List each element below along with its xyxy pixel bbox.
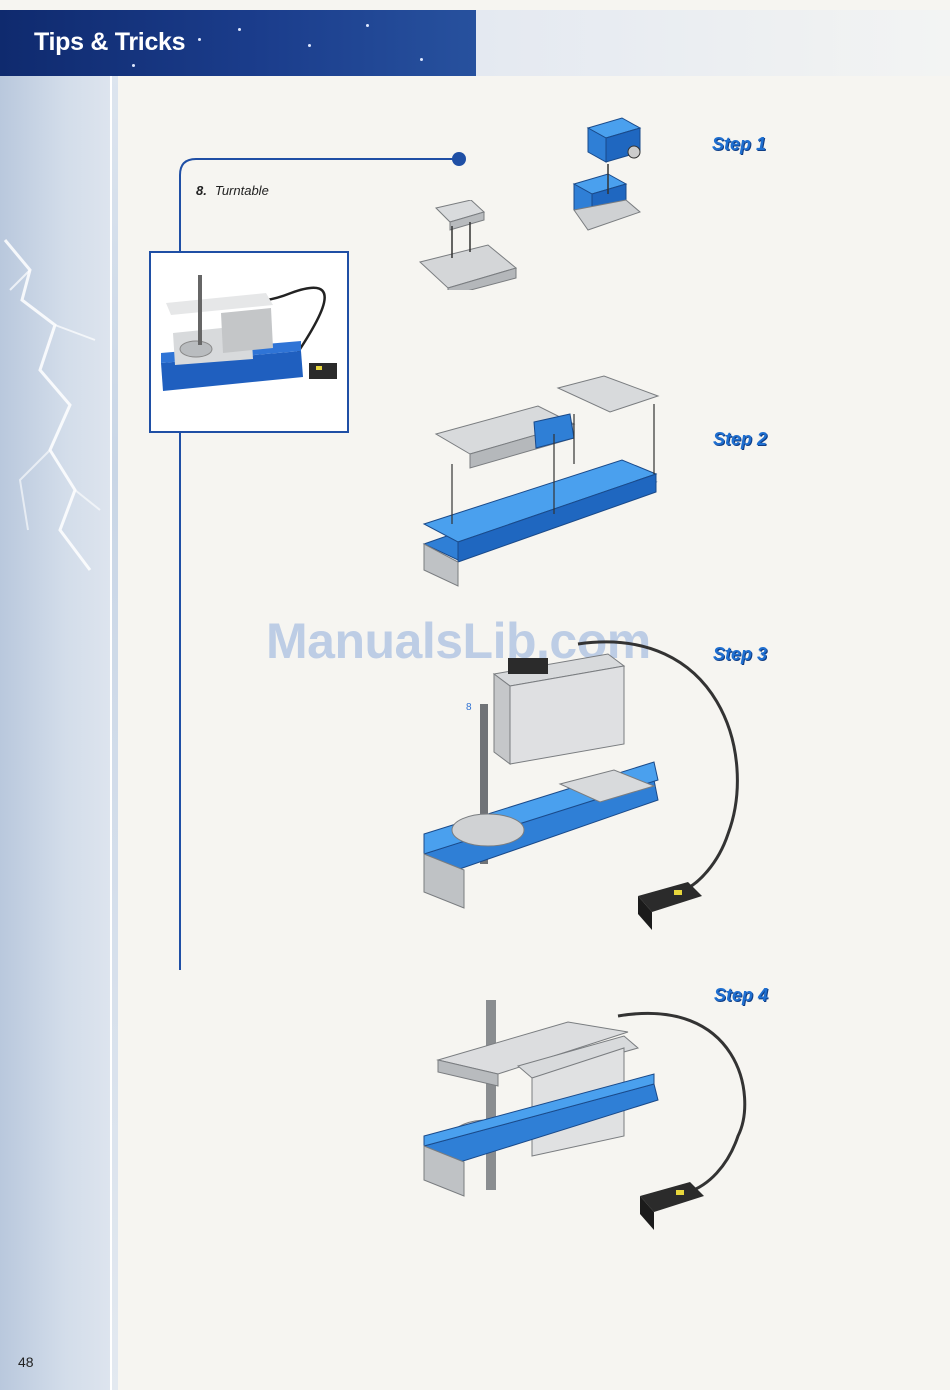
step-1-label: Step 1 <box>712 134 766 155</box>
step-4-label: Step 4 <box>714 985 768 1006</box>
step-3-label: Step 3 <box>713 644 767 665</box>
step-2-label: Step 2 <box>713 429 767 450</box>
star-decoration <box>420 58 423 61</box>
star-decoration <box>132 64 135 67</box>
star-decoration <box>366 24 369 27</box>
turntable-photo-image <box>151 253 347 431</box>
page-number: 48 <box>18 1354 34 1370</box>
step3-illustration <box>418 634 758 934</box>
lightning-icon <box>0 230 112 630</box>
step1-blocks-illustration <box>570 112 660 242</box>
step1-plates-illustration <box>416 200 536 290</box>
step4-illustration <box>418 996 758 1236</box>
item-title: Turntable <box>215 183 269 198</box>
item-label: 8. Turntable <box>196 183 269 198</box>
star-decoration <box>198 38 201 41</box>
item-number: 8. <box>196 183 207 198</box>
part-callout: 8 <box>466 702 472 713</box>
step2-illustration <box>418 374 668 594</box>
star-decoration <box>308 44 311 47</box>
section-title: Tips & Tricks <box>34 28 185 57</box>
model-photo <box>149 251 349 433</box>
star-decoration <box>238 28 241 31</box>
header-fade <box>476 10 950 76</box>
